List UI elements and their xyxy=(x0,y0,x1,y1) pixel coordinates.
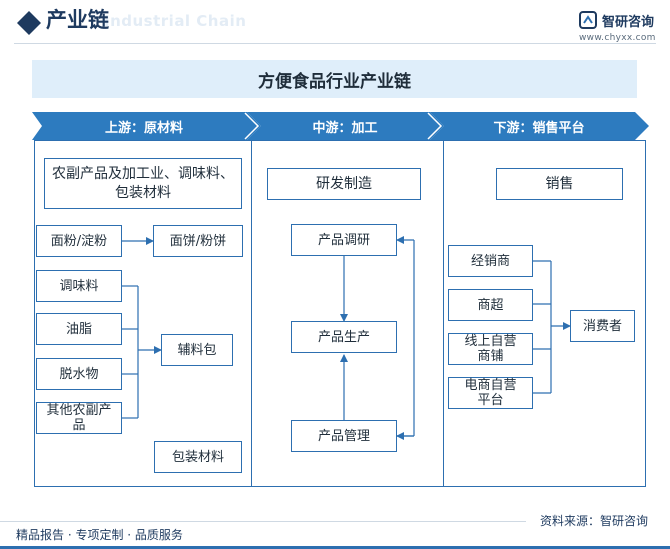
logo-url: www.chyxx.com xyxy=(579,33,656,43)
segment-upstream: 上游：原材料 xyxy=(104,120,183,136)
segment-downstream: 下游：销售平台 xyxy=(493,120,585,136)
packaging-box: 包装材料 xyxy=(154,441,242,473)
diagram-title: 方便食品行业产业链 xyxy=(32,60,637,98)
downstream-header-box: 销售 xyxy=(496,168,623,200)
noodle-box: 面饼/粉饼 xyxy=(153,225,243,257)
header-divider xyxy=(14,43,656,44)
management-box: 产品管理 xyxy=(291,420,397,452)
column-divider-2 xyxy=(443,140,444,487)
segment-midstream: 中游：加工 xyxy=(312,120,378,136)
footer-tagline: 精品报告 · 专项定制 · 品质服务 xyxy=(16,528,183,542)
dehydrated-box: 脱水物 xyxy=(36,358,122,390)
upstream-arrow-shape xyxy=(32,112,261,140)
other-agri-box: 其他农副产品 xyxy=(36,402,122,434)
footer-bar xyxy=(0,546,670,549)
consumer-box: 消费者 xyxy=(570,310,635,342)
midstream-header-box: 研发制造 xyxy=(267,168,421,200)
page-title: 产业链 xyxy=(46,8,109,32)
header-watermark: Industrial Chain xyxy=(104,12,247,30)
supermarket-box: 商超 xyxy=(448,289,533,321)
upstream-header-box: 农副产品及加工业、调味料、包装材料 xyxy=(44,158,242,209)
ecommerce-box: 电商自营平台 xyxy=(448,377,533,409)
distributor-box: 经销商 xyxy=(448,245,533,277)
diamond-icon xyxy=(17,11,41,35)
midstream-arrow-shape xyxy=(247,112,444,140)
footer-divider xyxy=(0,521,526,522)
flour-box: 面粉/淀粉 xyxy=(36,225,122,257)
oil-box: 油脂 xyxy=(36,313,122,345)
column-divider-1 xyxy=(251,140,252,487)
source-note: 资料来源：智研咨询 xyxy=(540,514,649,528)
rnd-box: 产品调研 xyxy=(291,224,397,256)
downstream-arrow-shape xyxy=(430,112,649,140)
logo-name: 智研咨询 xyxy=(602,15,655,30)
production-box: 产品生产 xyxy=(291,321,397,353)
logo-icon xyxy=(579,11,597,29)
seasoning-box: 调味料 xyxy=(36,270,122,302)
online-store-box: 线上自营商铺 xyxy=(448,333,533,365)
diagram-frame xyxy=(34,140,646,487)
accessory-pack-box: 辅料包 xyxy=(161,334,233,366)
